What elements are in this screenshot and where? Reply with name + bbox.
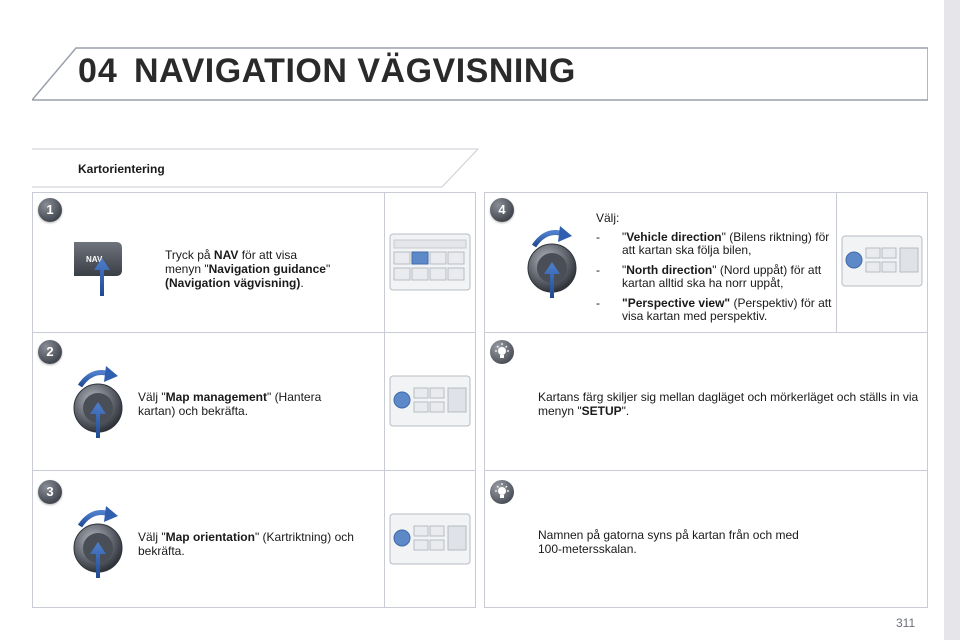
chapter-title: NAVIGATION VÄGVISNING bbox=[134, 52, 576, 90]
row-divider bbox=[32, 470, 476, 471]
option-item: -"Vehicle direction" (Bilens riktning) f… bbox=[596, 230, 830, 257]
row-divider bbox=[484, 332, 928, 333]
device-panel-illustration bbox=[389, 513, 471, 565]
chapter-number: 04 bbox=[78, 52, 118, 90]
lightbulb-icon bbox=[490, 480, 514, 504]
lightbulb-icon bbox=[490, 340, 514, 364]
tip-text: Kartans färg skiljer sig mellan dagläget… bbox=[538, 390, 919, 418]
rotary-knob-icon bbox=[73, 366, 123, 438]
rotary-knob-icon bbox=[73, 506, 123, 578]
nav-button-icon: NAV bbox=[74, 242, 122, 296]
device-panel-illustration bbox=[389, 233, 471, 291]
step-2-badge: 2 bbox=[38, 340, 62, 364]
option-item: -"Perspective view" (Perspektiv) för att… bbox=[596, 296, 832, 323]
option-item: -"North direction" (Nord uppåt) för att … bbox=[596, 263, 822, 290]
row-divider bbox=[32, 332, 476, 333]
step-4-options: Välj: -"Vehicle direction" (Bilens riktn… bbox=[596, 212, 832, 330]
sidebar-strip bbox=[944, 0, 960, 640]
nav-key-label: NAV bbox=[86, 255, 103, 264]
step-3-badge: 3 bbox=[38, 480, 62, 504]
row-divider bbox=[484, 470, 928, 471]
header-frame bbox=[32, 47, 928, 101]
step-1-text: Tryck på NAV för att visa menyn "Navigat… bbox=[165, 248, 331, 290]
rotary-knob-icon bbox=[527, 226, 577, 298]
step-1-badge: 1 bbox=[38, 198, 62, 222]
col-divider bbox=[836, 192, 837, 332]
col-divider bbox=[384, 192, 385, 608]
step-2-text: Välj "Map management" (Hantera kartan) o… bbox=[138, 390, 322, 418]
section-label: Kartorientering bbox=[78, 162, 165, 176]
step-4-badge: 4 bbox=[490, 198, 514, 222]
device-panel-illustration bbox=[841, 235, 923, 287]
chapter-header bbox=[32, 46, 928, 102]
page-number: 311 bbox=[896, 616, 916, 630]
section-frame bbox=[32, 148, 480, 188]
step-4-heading: Välj: bbox=[596, 211, 620, 225]
device-panel-illustration bbox=[389, 375, 471, 427]
step-3-text: Välj "Map orientation" (Kartriktning) oc… bbox=[138, 530, 354, 558]
tip-text: Namnen på gatorna syns på kartan från oc… bbox=[538, 528, 799, 556]
